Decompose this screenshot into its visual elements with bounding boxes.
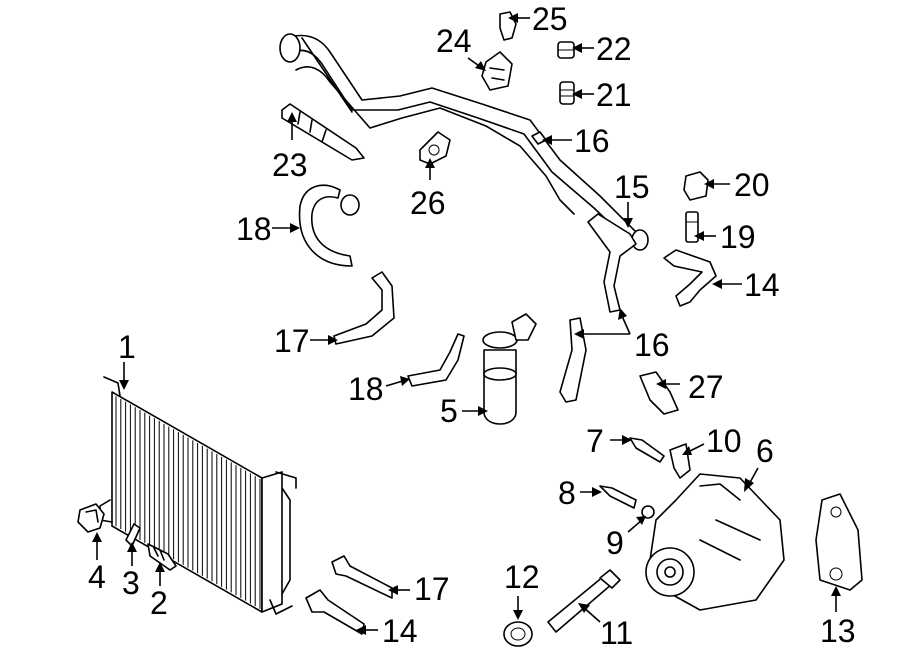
dust-cap <box>683 171 709 201</box>
callout-9: 9 <box>606 525 624 561</box>
callout-6: 6 <box>756 433 774 469</box>
valve-core <box>559 81 575 105</box>
callout-21: 21 <box>596 77 632 113</box>
callout-arrows <box>92 13 841 635</box>
callout-17-upper: 17 <box>274 323 310 359</box>
callout-26: 26 <box>410 185 446 221</box>
callout-11: 11 <box>600 615 633 651</box>
o-ring-kit <box>503 621 533 647</box>
condenser <box>99 376 297 615</box>
clip <box>125 523 141 547</box>
bolt-8 <box>599 485 637 509</box>
line-15-16 <box>559 213 637 403</box>
callout-20: 20 <box>734 167 770 203</box>
callout-27: 27 <box>688 369 724 405</box>
pressure-switch <box>77 503 105 533</box>
seal <box>419 131 451 165</box>
callout-3: 3 <box>122 565 140 601</box>
hose-lower <box>407 333 465 387</box>
callout-10: 10 <box>706 423 742 459</box>
callout-15: 15 <box>614 169 650 205</box>
bolt-7 <box>629 437 665 463</box>
callout-4: 4 <box>88 559 106 595</box>
hose-upper <box>298 184 360 267</box>
callout-18-upper: 18 <box>236 211 272 247</box>
lower-line-14 <box>305 589 365 635</box>
callout-1: 1 <box>118 329 136 365</box>
callout-14-upper: 14 <box>744 267 780 303</box>
callout-22: 22 <box>596 31 632 67</box>
hose-mid <box>333 271 395 345</box>
service-cap <box>557 41 575 59</box>
callout-2: 2 <box>150 585 168 621</box>
callout-24: 24 <box>436 23 472 59</box>
callout-12: 12 <box>504 559 540 595</box>
callout-19: 19 <box>720 219 756 255</box>
callout-25: 25 <box>532 1 568 37</box>
refrigerant-line-assembly <box>279 33 649 251</box>
callout-7: 7 <box>586 423 604 459</box>
nut-9 <box>641 505 655 519</box>
callout-13: 13 <box>820 613 856 649</box>
receiver-drier <box>482 313 537 425</box>
compressor <box>645 473 785 611</box>
callout-17-lower: 17 <box>414 571 450 607</box>
callout-18-lower: 18 <box>348 371 384 407</box>
sensor <box>147 543 177 571</box>
callout-16-upper: 16 <box>574 123 610 159</box>
lower-line-17 <box>331 555 393 599</box>
callout-labels: 1 2 3 4 5 6 7 8 9 10 11 12 13 14 14 15 1… <box>88 1 856 651</box>
bracket <box>481 51 513 91</box>
compressor-bracket <box>815 493 863 591</box>
callout-14-lower: 14 <box>382 613 418 649</box>
callout-5: 5 <box>440 393 458 429</box>
charge-valve <box>685 211 699 243</box>
hose-14 <box>663 249 717 307</box>
callout-8: 8 <box>558 475 576 511</box>
callout-23: 23 <box>272 147 308 183</box>
callout-16-lower: 16 <box>634 327 670 363</box>
mount-bracket <box>639 371 679 415</box>
expansion-line <box>281 103 365 161</box>
